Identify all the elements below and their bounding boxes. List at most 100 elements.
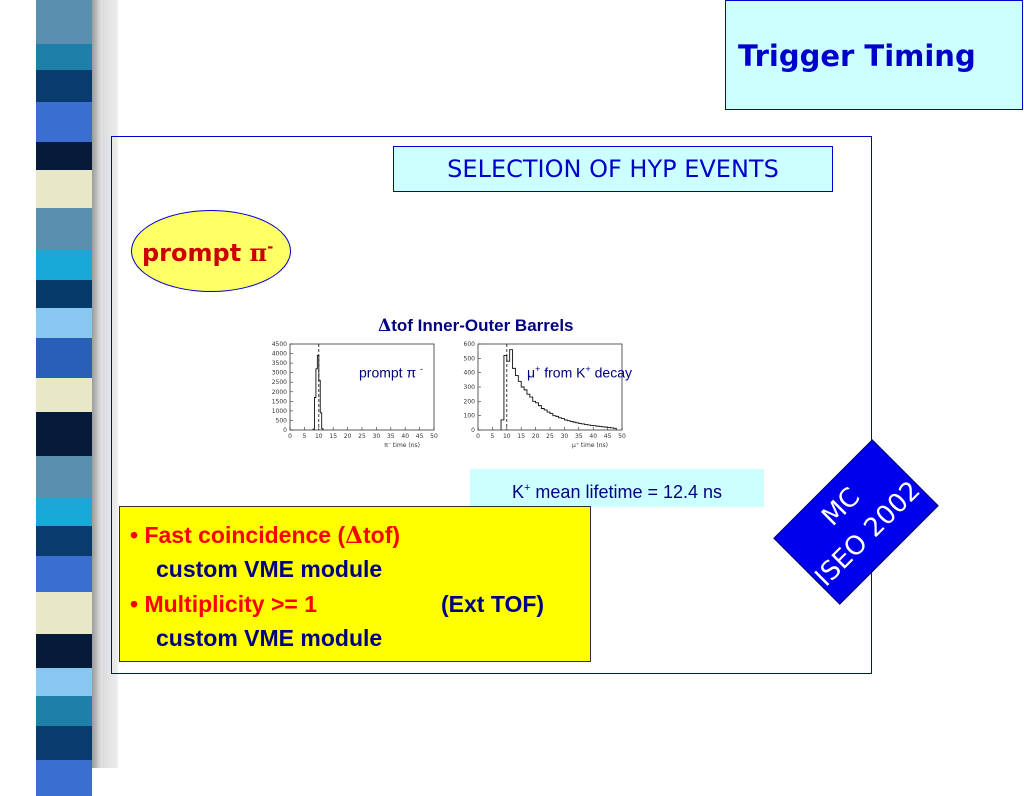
x-tick-label: 40: [401, 433, 409, 440]
label-prompt-pi-sup: -: [420, 364, 424, 374]
histogram-bins: [312, 355, 324, 430]
plot-frame: [289, 343, 435, 431]
x-tick-label: 10: [315, 433, 323, 440]
y-tick-label: 0: [471, 427, 475, 434]
y-tick-label: 600: [464, 341, 476, 348]
y-tick-label: 1000: [272, 408, 287, 415]
content-frame: [111, 136, 872, 674]
plot-title: Δtof Inner-Outer Barrels: [378, 316, 574, 336]
x-tick-label: 45: [604, 433, 612, 440]
trigger-bullets-box: • Fast coincidence (Δtof) custom VME mod…: [119, 506, 591, 662]
label-prompt-pi-text: prompt π: [359, 364, 417, 381]
x-tick-label: 35: [575, 433, 583, 440]
prompt-pi-bubble: [131, 210, 291, 292]
stripe-shadow: [92, 0, 102, 768]
y-tick-label: 0: [283, 427, 287, 434]
stripe-segment: [36, 668, 92, 696]
bullet-dot-2: •: [130, 591, 145, 617]
k-text: K: [511, 482, 524, 502]
x-tick-label: 25: [546, 433, 554, 440]
stripe-segment: [36, 102, 92, 142]
label-decay-text: decay: [590, 364, 632, 381]
stripe-segment: [36, 556, 92, 592]
lifetime-text: mean lifetime = 12.4 ns: [530, 482, 723, 502]
x-tick-label: 5: [302, 433, 306, 440]
x-tick-label: 40: [589, 433, 597, 440]
x-tick-label: 0: [476, 433, 480, 440]
stripe-segment: [36, 726, 92, 760]
label-prompt-pi: prompt π -: [359, 364, 423, 381]
x-tick-label: 30: [561, 433, 569, 440]
label-mu-from-k: μ+ from K+ decay: [527, 364, 632, 381]
x-axis-label: μ⁺ time (ns): [572, 442, 608, 449]
x-tick-label: 45: [416, 433, 424, 440]
title-box: Trigger Timing: [725, 0, 1023, 110]
y-tick-label: 2000: [272, 389, 287, 396]
x-tick-label: 25: [358, 433, 366, 440]
bullet-ext-tof: (Ext TOF): [441, 591, 545, 617]
stripe-segment: [36, 498, 92, 526]
stripe-segment: [36, 44, 92, 70]
plot-title-text: tof Inner-Outer Barrels: [391, 316, 574, 335]
y-tick-label: 3500: [272, 360, 287, 367]
bullet-delta: Δ: [345, 522, 363, 549]
stripe-segment: [36, 378, 92, 412]
y-tick-label: 4500: [272, 341, 287, 348]
y-tick-label: 500: [276, 417, 288, 424]
bullet-vme-1: custom VME module: [156, 556, 383, 582]
stripe-segment: [36, 696, 92, 726]
stripe-segment: [36, 0, 92, 44]
delta-symbol: Δ: [378, 316, 392, 336]
prompt-text: prompt: [142, 239, 250, 267]
stripe-segment: [36, 634, 92, 668]
bullet-dot: •: [130, 522, 145, 548]
stripe-segment: [36, 142, 92, 170]
x-tick-label: 10: [503, 433, 511, 440]
stripe-segment: [36, 250, 92, 280]
x-tick-label: 5: [490, 433, 494, 440]
stripe-segment: [36, 308, 92, 338]
histogram-bins: [500, 349, 617, 430]
y-tick-label: 300: [464, 384, 476, 391]
bullet-multiplicity: • Multiplicity >= 1: [130, 591, 317, 618]
k-sup: +: [523, 482, 531, 494]
stripe-segment: [36, 592, 92, 634]
stripe-segment: [36, 760, 92, 796]
x-axis-label: π⁻ time (ns): [384, 442, 420, 449]
x-tick-label: 15: [517, 433, 525, 440]
bullet-fast-coincidence: • Fast coincidence (Δtof): [130, 522, 400, 549]
label-mu-text: μ: [527, 364, 536, 381]
x-tick-label: 0: [288, 433, 292, 440]
bullet-multiplicity-text: Multiplicity >= 1: [144, 591, 317, 617]
stripe-segment: [36, 338, 92, 378]
y-tick-label: 200: [464, 398, 476, 405]
bullet-fast: Fast: [144, 522, 199, 548]
selection-heading-box: SELECTION OF HYP EVENTS: [393, 146, 833, 192]
slide-title: Trigger Timing: [738, 39, 976, 73]
y-tick-label: 1500: [272, 398, 287, 405]
stripe-segment: [36, 170, 92, 208]
x-tick-label: 50: [618, 433, 626, 440]
k-lifetime-box: K+ mean lifetime = 12.4 ns: [470, 469, 764, 507]
bullet-coincidence: coincidence (: [198, 522, 346, 548]
x-tick-label: 50: [430, 433, 438, 440]
plot-frame: [477, 343, 623, 431]
bullet-tof: tof): [362, 522, 401, 548]
selection-heading: SELECTION OF HYP EVENTS: [447, 155, 779, 183]
x-tick-label: 35: [387, 433, 395, 440]
x-tick-label: 20: [532, 433, 540, 440]
y-tick-label: 3000: [272, 370, 287, 377]
stripe-segment: [36, 70, 92, 102]
label-from-k-text: from K: [540, 364, 586, 381]
y-tick-label: 100: [464, 413, 476, 420]
y-tick-label: 4000: [272, 351, 287, 358]
label-k-sup: +: [585, 364, 591, 374]
stripe-segment: [36, 412, 92, 456]
prompt-pi-label: prompt π-: [142, 238, 273, 267]
x-tick-label: 30: [373, 433, 381, 440]
stripe-segment: [36, 208, 92, 250]
pi-charge: -: [267, 238, 274, 256]
y-tick-label: 500: [464, 355, 476, 362]
left-stripe-pattern: [36, 0, 92, 796]
